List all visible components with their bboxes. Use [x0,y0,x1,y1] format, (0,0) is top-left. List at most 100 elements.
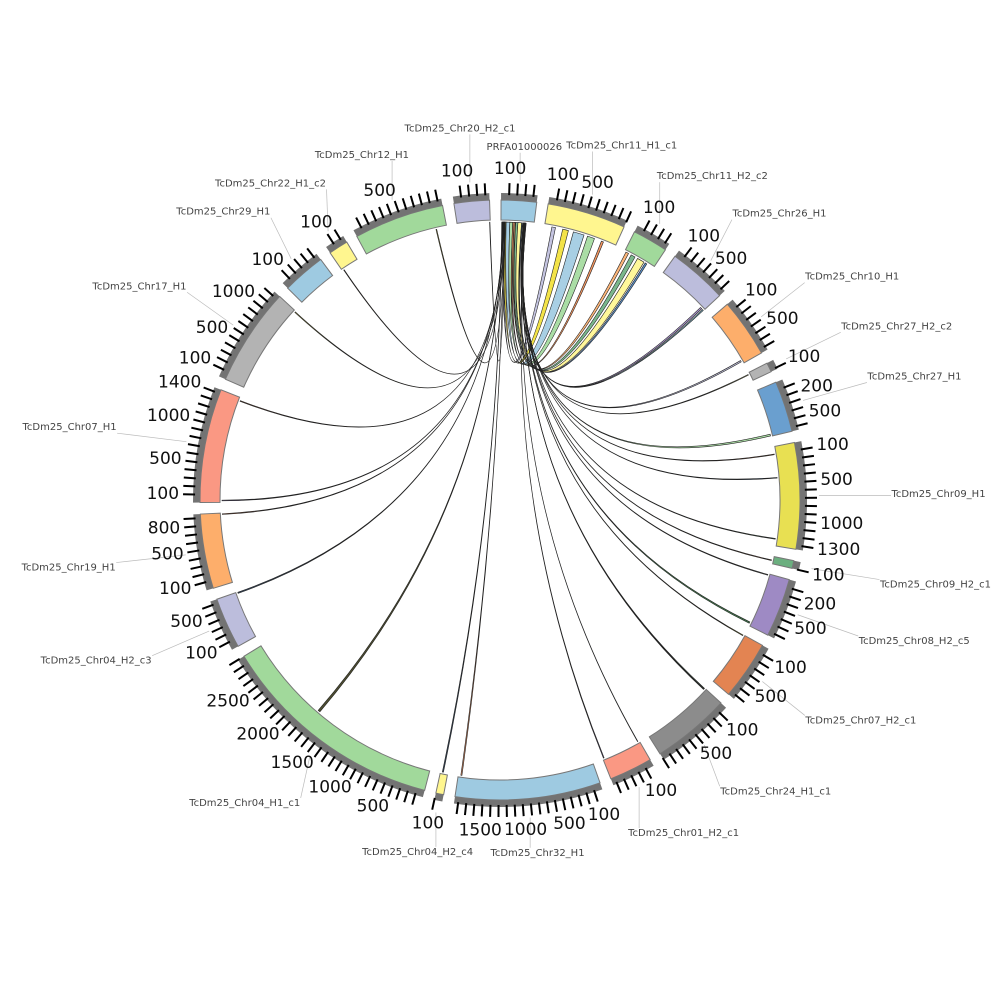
tick-mark [287,726,298,737]
segment-ideogram[interactable] [454,763,601,801]
tick-mark [349,768,357,780]
tick-mark [341,764,350,776]
tick-mark [668,753,677,765]
tick-label: 100 [147,484,179,504]
link-ribbon [317,221,503,713]
tick-mark [458,185,463,198]
segment [772,556,809,574]
label-leader-line [762,681,806,716]
tick-mark [192,573,205,579]
tick-mark [362,213,370,226]
segment-name-label: TcDm25_Chr07_H2_c1 [804,715,916,726]
tick-mark [252,691,264,701]
segment-ideogram[interactable] [772,556,795,570]
tick-mark [483,183,487,196]
tick-mark [683,246,693,258]
segment [431,772,448,810]
segment-ideogram[interactable] [199,512,234,589]
tick-label: 500 [809,401,841,421]
tick-mark [774,362,787,369]
tick-mark [569,796,575,809]
tick-mark [783,610,796,617]
tick-mark [233,327,245,336]
tick-mark [258,293,269,303]
segment-ideogram[interactable] [216,591,257,648]
tick-mark [801,454,815,459]
tick-label: 100 [159,579,191,599]
tick-mark [789,595,802,602]
tick-label: 200 [804,595,836,615]
tick-mark [395,787,402,800]
label-leader-line [326,189,329,232]
segment-tick-band [610,757,654,786]
link-ribbon [237,221,504,594]
tick-mark [228,334,241,343]
tick-mark [763,340,775,348]
tick-mark [293,731,304,743]
segment-ideogram[interactable] [544,203,625,246]
tick-mark [417,193,423,206]
segment-ideogram[interactable] [749,573,790,636]
segment-ideogram[interactable] [243,645,431,791]
tick-mark [617,207,625,220]
segment-tick-band [193,387,223,503]
tick-mark [409,195,416,208]
segment-ideogram[interactable] [774,441,801,550]
link-ribbon [441,221,503,773]
segment-ideogram[interactable] [199,389,241,504]
tick-mark [622,778,630,791]
tick-mark [714,274,725,285]
tick-mark [379,782,386,794]
segment-ideogram[interactable] [748,362,772,381]
tick-mark [287,263,297,275]
tick-label: 500 [581,173,613,193]
tick-label: 500 [151,545,183,565]
segment-name-label: TcDm25_Chr19_H1 [21,563,116,574]
tick-mark [777,625,789,633]
link-ribbon [518,222,648,373]
segment [602,741,654,794]
segment-ideogram[interactable] [624,231,667,268]
segments-layer [116,134,891,848]
link-ribbon [512,222,629,370]
segment-ideogram[interactable] [712,634,764,696]
segment [183,512,234,591]
segment-ideogram[interactable] [356,204,447,255]
tick-mark [218,640,231,649]
segment [183,386,241,504]
tick-mark [708,268,718,279]
segment-ideogram[interactable] [711,303,763,364]
segment-ideogram[interactable] [435,772,448,796]
segment-ideogram[interactable] [500,199,538,223]
segment-ideogram[interactable] [453,199,491,224]
tick-mark [247,684,259,694]
links-layer [221,221,778,776]
tick-mark [804,479,817,483]
tick-label: 1400 [158,373,201,393]
segment-ideogram[interactable] [602,741,651,780]
link-ribbon [522,222,705,690]
tick-mark [663,232,673,244]
tick-mark [334,760,343,772]
tick-mark [237,320,249,329]
segment-ideogram[interactable] [329,241,358,270]
tick-mark [571,191,577,205]
segment-ideogram[interactable] [224,295,296,388]
segment-ideogram[interactable] [756,381,793,437]
label-leader-line [797,614,859,637]
tick-mark [242,678,254,687]
tick-mark [706,722,717,734]
segment-ideogram[interactable] [286,258,334,303]
tick-label: 100 [547,165,579,185]
segment [453,763,603,818]
tick-mark [753,667,765,676]
segment-tick-band [453,780,603,807]
tick-mark [434,189,439,202]
tick-mark [615,781,622,794]
tick-mark [786,390,799,397]
segment-ideogram[interactable] [662,255,721,310]
segment-ideogram[interactable] [648,688,722,755]
tick-label: 1000 [820,514,863,534]
tick-mark [758,660,770,669]
